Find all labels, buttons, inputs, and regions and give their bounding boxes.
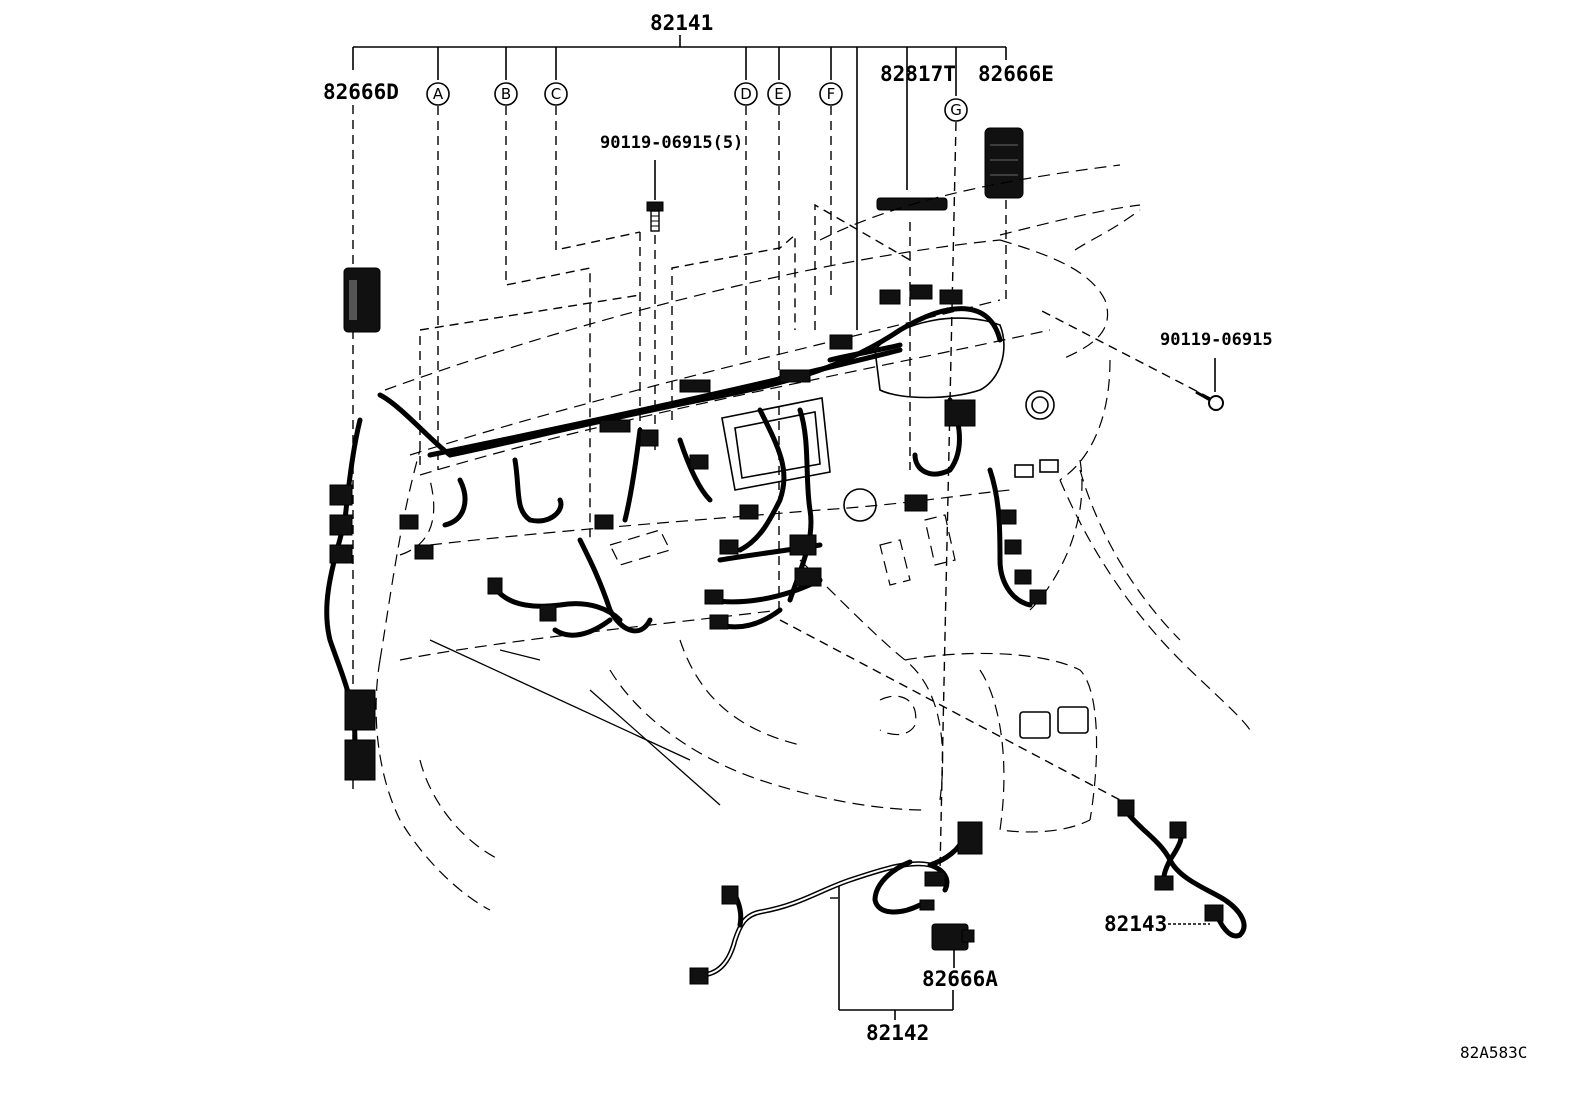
- callout-g-letter: G: [950, 101, 962, 119]
- harness-82143: [1117, 799, 1247, 939]
- harness-82141-connectors: [329, 284, 1047, 781]
- label-82666d: 82666D: [323, 80, 399, 104]
- callout-c-letter: C: [551, 85, 561, 103]
- callout-a-letter: A: [433, 85, 444, 103]
- callout-d: D: [734, 82, 758, 106]
- relay-82666a-icon: [931, 923, 975, 951]
- callout-b: B: [494, 82, 518, 106]
- floor-harness-bracket: [838, 884, 954, 1020]
- harness-82141: [324, 306, 1033, 743]
- label-82666a: 82666A: [922, 967, 998, 991]
- leader-lines: [352, 105, 1211, 899]
- label-82141: 82141: [650, 11, 713, 35]
- callout-e: E: [767, 82, 791, 106]
- callout-c: C: [544, 82, 568, 106]
- label-82817t: 82817T: [880, 62, 956, 86]
- bracket-82666d-icon: [343, 267, 381, 333]
- diagram-code: 82A583C: [1460, 1043, 1527, 1062]
- callout-a: A: [426, 82, 450, 106]
- callout-g: G: [944, 98, 968, 122]
- harness-82142: [689, 821, 983, 985]
- label-82143: 82143: [1104, 912, 1167, 936]
- label-bolt-group: 90119-06915(5): [600, 133, 743, 153]
- bolt-single-icon: [1195, 390, 1224, 411]
- bolt-icon: [646, 201, 664, 232]
- callout-f-letter: F: [827, 85, 836, 103]
- callout-b-letter: B: [501, 85, 511, 103]
- bracket-82666e-icon: [984, 127, 1024, 199]
- callout-d-letter: D: [740, 85, 752, 103]
- callout-f: F: [819, 82, 843, 106]
- label-82142: 82142: [866, 1021, 929, 1045]
- main-harness-bracket: [352, 35, 1007, 330]
- callout-e-letter: E: [774, 85, 783, 103]
- label-bolt-single: 90119-06915: [1160, 330, 1273, 350]
- label-82666e: 82666E: [978, 62, 1054, 86]
- vehicle-body-outline: [375, 164, 1251, 911]
